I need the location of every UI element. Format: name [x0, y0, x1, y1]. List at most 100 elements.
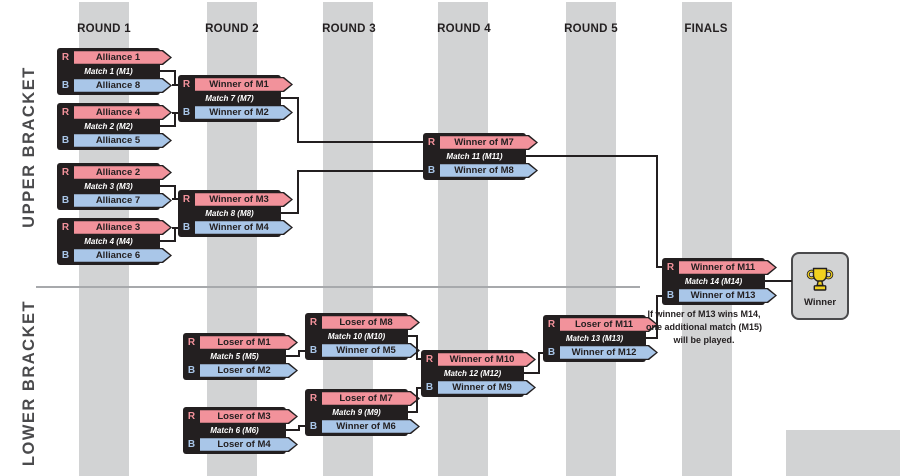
- round5-column-stripe: [566, 2, 616, 476]
- connector-line: [656, 155, 658, 268]
- connector-line: [174, 70, 176, 86]
- blue-alliance-banner: Winner of M9: [438, 380, 536, 395]
- lower-bracket-label: LOWER BRACKET: [20, 299, 38, 467]
- red-alliance-banner: Winner of M11: [679, 260, 777, 275]
- red-alliance-tag: R: [61, 52, 70, 63]
- column-header-round1: ROUND 1: [77, 23, 131, 35]
- blue-alliance-banner: Winner of M8: [440, 163, 538, 178]
- red-alliance-label: Alliance 4: [95, 107, 141, 118]
- blue-alliance-tag: B: [425, 382, 434, 393]
- connector-line: [298, 350, 307, 352]
- red-alliance-label: Alliance 1: [95, 52, 141, 63]
- connector-line: [408, 335, 418, 337]
- blue-alliance-banner: Winner of M4: [195, 220, 293, 235]
- blue-alliance-tag: B: [61, 250, 70, 261]
- blue-alliance-label: Alliance 6: [95, 250, 141, 261]
- blue-alliance-label: Alliance 5: [95, 135, 141, 146]
- blue-alliance-banner: Alliance 5: [74, 133, 172, 148]
- blue-alliance-banner: Loser of M2: [200, 363, 298, 378]
- red-alliance-label: Loser of M11: [574, 319, 634, 330]
- match-m11: R Winner of M7 Match 11 (M11) B Winner of …: [423, 133, 526, 180]
- match-number-label: Match 10 (M10): [327, 332, 386, 341]
- match-number-label: Match 12 (M12): [443, 369, 502, 378]
- connector-line: [416, 387, 423, 389]
- bracket-divider: [36, 286, 640, 288]
- connector-line: [526, 155, 658, 157]
- red-alliance-tag: R: [187, 411, 196, 422]
- blue-alliance-tag: B: [309, 345, 318, 356]
- blue-alliance-tag: B: [187, 439, 196, 450]
- red-alliance-tag: R: [61, 167, 70, 178]
- red-alliance-label: Alliance 2: [95, 167, 141, 178]
- blue-alliance-tag: B: [61, 195, 70, 206]
- blue-alliance-tag: B: [182, 222, 191, 233]
- connector-line: [297, 97, 299, 143]
- red-alliance-banner: Alliance 2: [74, 165, 172, 180]
- blue-alliance-banner: Winner of M6: [322, 419, 420, 434]
- connector-line: [538, 352, 545, 354]
- red-alliance-banner: Loser of M8: [322, 315, 420, 330]
- blue-alliance-tag: B: [187, 365, 196, 376]
- blue-alliance-banner: Alliance 6: [74, 248, 172, 263]
- red-alliance-banner: Loser of M7: [322, 391, 420, 406]
- column-header-round2: ROUND 2: [205, 23, 259, 35]
- column-header-finals: FINALS: [684, 23, 728, 35]
- connector-line: [172, 227, 180, 229]
- red-alliance-tag: R: [187, 337, 196, 348]
- blue-alliance-banner: Alliance 7: [74, 193, 172, 208]
- connector-line: [297, 141, 423, 143]
- red-alliance-tag: R: [309, 317, 318, 328]
- upper-bracket-label: UPPER BRACKET: [20, 66, 38, 228]
- column-header-round3: ROUND 3: [322, 23, 376, 35]
- connector-line: [765, 280, 792, 282]
- connector-line: [172, 198, 180, 200]
- connector-line: [646, 337, 658, 339]
- match-m3: R Alliance 2 Match 3 (M3) B Alliance 7: [57, 163, 160, 210]
- match-number-label: Match 1 (M1): [84, 67, 133, 76]
- connector-line: [160, 185, 176, 187]
- red-alliance-label: Winner of M10: [449, 354, 515, 365]
- red-alliance-label: Winner of M1: [209, 79, 269, 90]
- red-alliance-tag: R: [427, 137, 436, 148]
- column-header-round4: ROUND 4: [437, 23, 491, 35]
- connector-line: [416, 335, 418, 360]
- connector-line: [174, 185, 176, 200]
- round2-column-stripe: [207, 2, 257, 476]
- match-number-label: Match 7 (M7): [205, 94, 254, 103]
- red-alliance-tag: R: [61, 107, 70, 118]
- column-header-round5: ROUND 5: [564, 23, 618, 35]
- blue-alliance-tag: B: [61, 135, 70, 146]
- blue-alliance-tag: B: [61, 80, 70, 91]
- match-number-label: Match 2 (M2): [84, 122, 133, 131]
- blue-alliance-label: Alliance 7: [95, 195, 141, 206]
- connector-line: [172, 84, 180, 86]
- blue-alliance-label: Winner of M12: [571, 347, 637, 358]
- red-alliance-label: Alliance 3: [95, 222, 141, 233]
- match-number-label: Match 6 (M6): [210, 426, 259, 435]
- match-number-label: Match 3 (M3): [84, 182, 133, 191]
- connector-line: [281, 97, 299, 99]
- red-alliance-label: Winner of M7: [454, 137, 514, 148]
- blue-alliance-tag: B: [666, 290, 675, 301]
- red-alliance-banner: Loser of M11: [560, 317, 658, 332]
- red-alliance-banner: Winner of M7: [440, 135, 538, 150]
- blue-alliance-label: Loser of M2: [217, 365, 271, 376]
- red-alliance-banner: Winner of M1: [195, 77, 293, 92]
- blue-alliance-banner: Loser of M4: [200, 437, 298, 452]
- blue-alliance-label: Loser of M4: [217, 439, 271, 450]
- connector-line: [286, 355, 300, 357]
- winner-box: Winner: [791, 252, 849, 320]
- blue-alliance-tag: B: [427, 165, 436, 176]
- red-alliance-tag: R: [666, 262, 675, 273]
- blue-alliance-tag: B: [547, 347, 556, 358]
- match-number-label: Match 11 (M11): [446, 152, 503, 161]
- blue-alliance-label: Winner of M8: [454, 165, 514, 176]
- connector-line: [160, 70, 176, 72]
